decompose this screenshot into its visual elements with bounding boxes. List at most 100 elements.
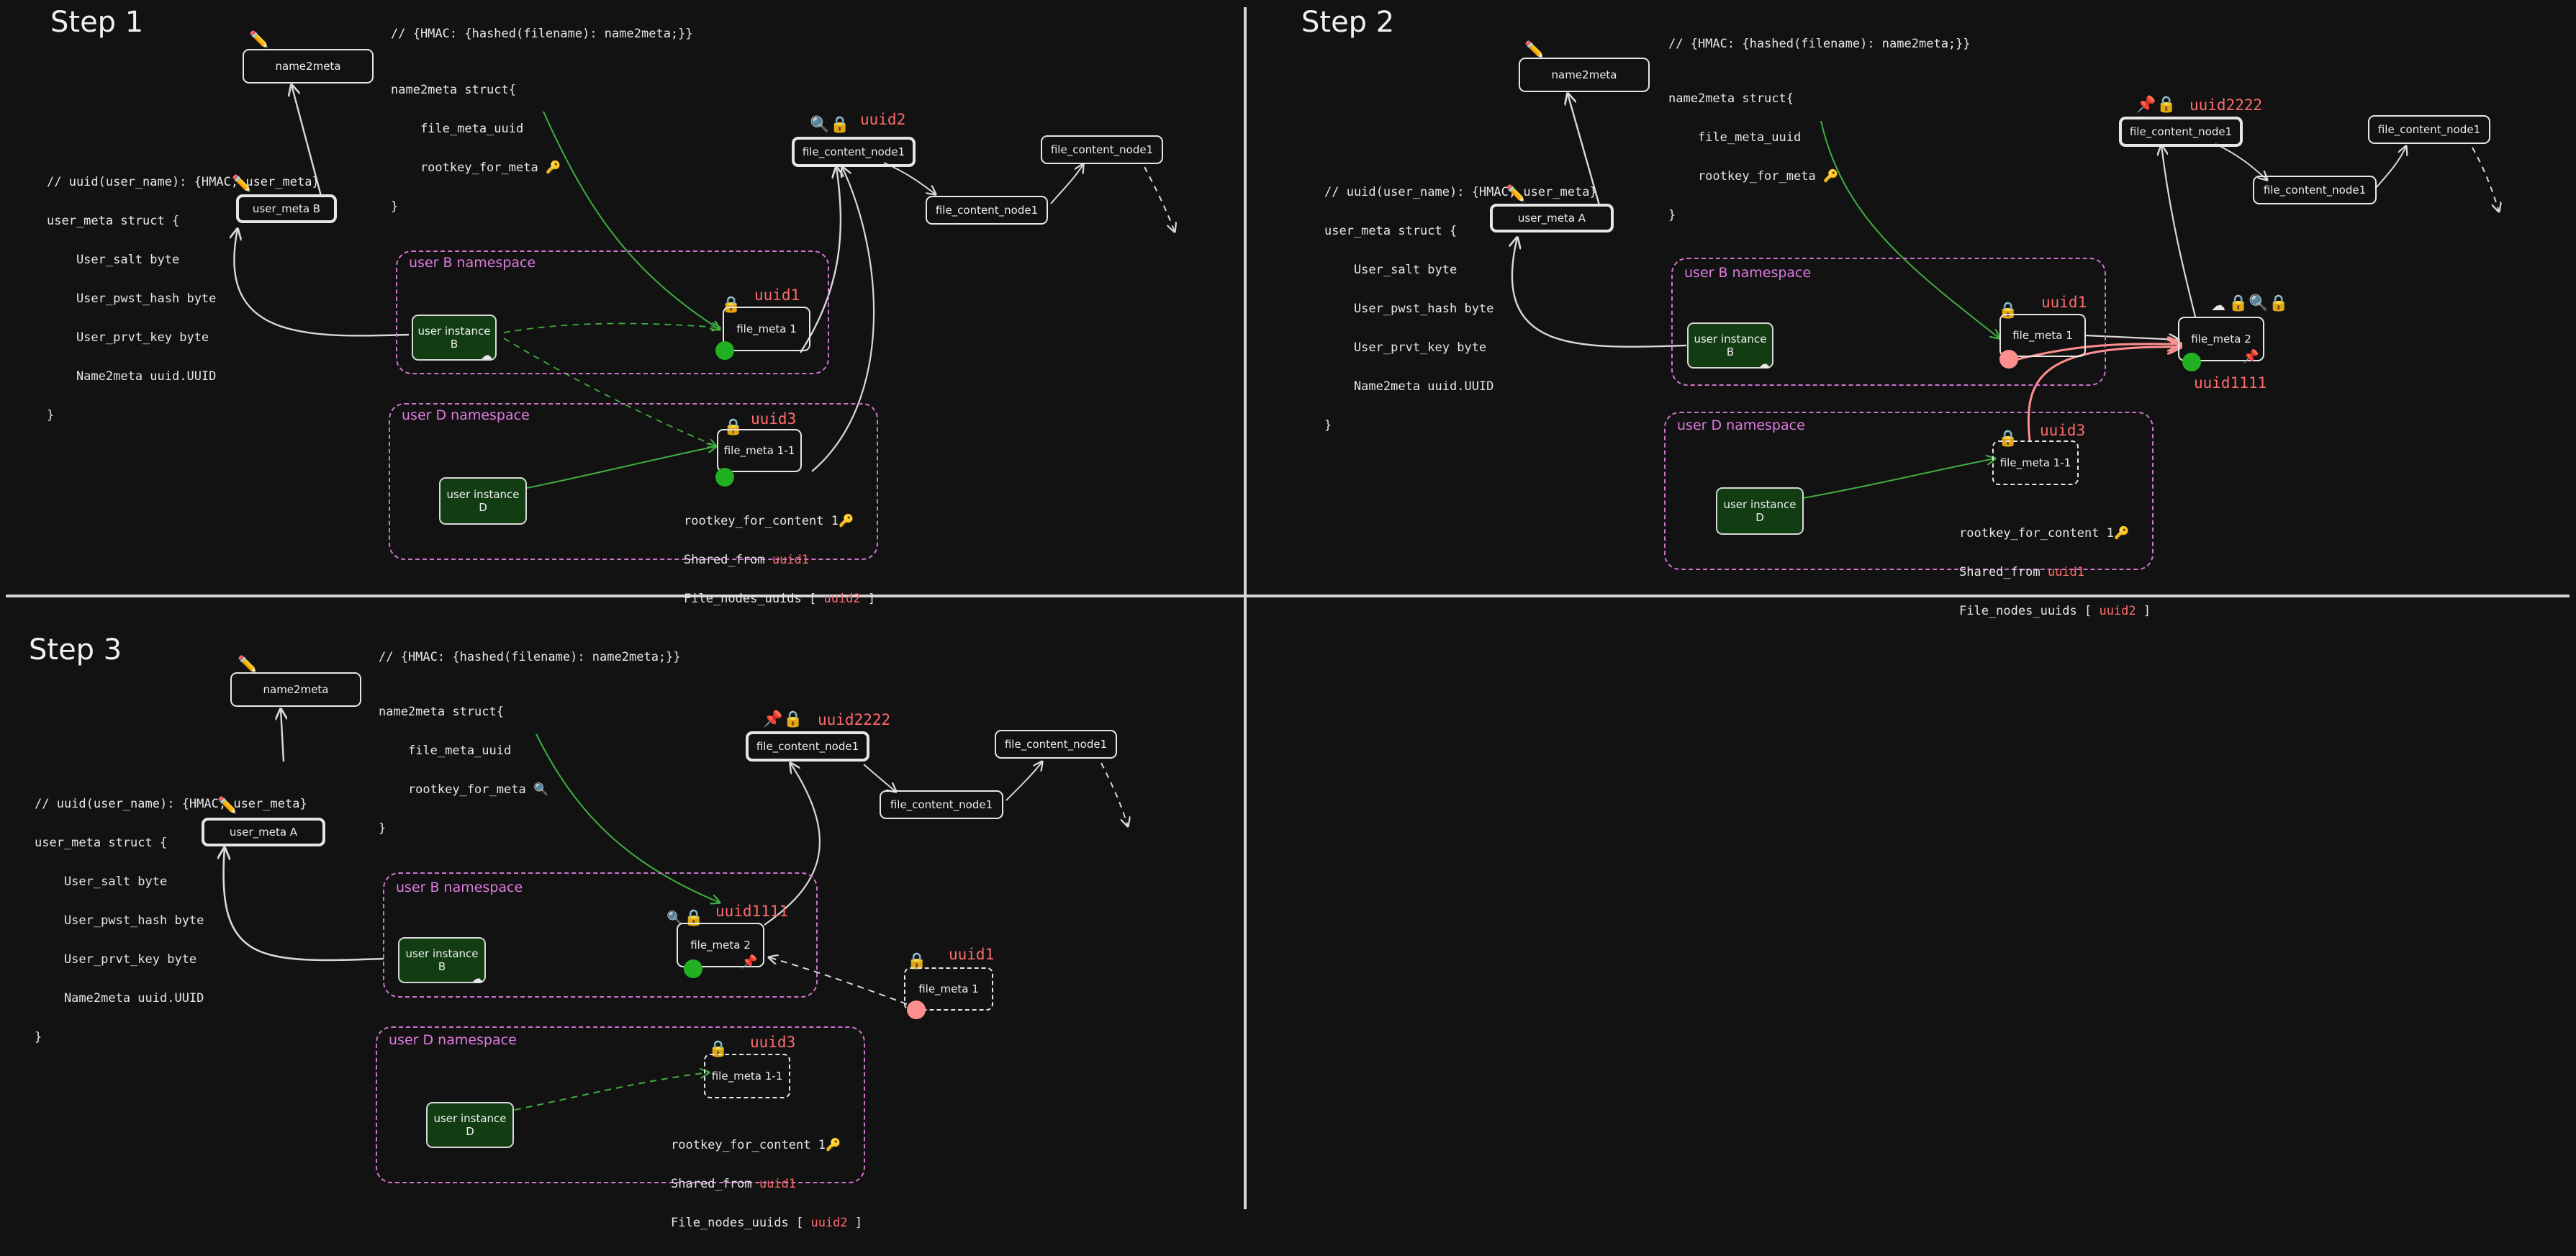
user-b-namespace (1671, 258, 2106, 386)
code-line: file_meta_uuid (379, 744, 512, 758)
red-status-dot (907, 1000, 926, 1019)
pushpin-icon: 📌 (2243, 349, 2259, 364)
code-line: User_prvt_key byte (1324, 340, 1487, 355)
share-info: rootkey_for_content 1🔑 Shared_from uuid1… (671, 1113, 862, 1255)
namespace-label: user D namespace (1677, 417, 1805, 433)
user-meta-node[interactable]: user_meta B (236, 194, 337, 223)
name2meta-node[interactable]: name2meta (1519, 58, 1650, 92)
name2meta-node[interactable]: name2meta (230, 672, 361, 707)
namespace-label: user B namespace (1684, 265, 1812, 281)
file-meta-11-node[interactable]: file_meta 1-1 (704, 1054, 790, 1098)
arrow-instance-b-to-user-meta (224, 848, 384, 962)
cloud-icon: ☁ (471, 972, 483, 985)
key-icon: 🔑 (1822, 169, 1839, 184)
file-content-node[interactable]: file_content_node1 (995, 730, 1117, 759)
file-meta-11-node[interactable]: file_meta 1-1 (717, 429, 802, 472)
user-meta-node[interactable]: user_meta A (1490, 204, 1614, 232)
arrow-content-a-to-b (863, 764, 896, 792)
file-content-node[interactable]: file_content_node1 (880, 790, 1003, 819)
pencil-icon: ✏️ (249, 31, 269, 49)
step-title: Step 2 (1301, 6, 1395, 39)
code-line: Name2meta uuid.UUID (35, 991, 204, 1006)
file-content-node[interactable]: file_content_node1 (2368, 115, 2490, 144)
user-b-namespace (383, 872, 818, 998)
lock-icon: 🔒 (830, 116, 850, 134)
code-line: name2meta struct{ (391, 83, 516, 97)
key-icon: 🔑 (2113, 526, 2130, 541)
file-meta-11-node[interactable]: file_meta 1-1 (1992, 440, 2079, 485)
arrow-instance-d-to-file-meta-11 (514, 1072, 709, 1111)
code-line: User_salt byte (1324, 263, 1458, 277)
arrow-content-c-continue (2472, 147, 2499, 212)
namespace-label: user D namespace (389, 1032, 517, 1048)
name2meta-node[interactable]: name2meta (243, 49, 374, 83)
uuid-label: uuid2222 (818, 711, 891, 728)
arrow-file-meta-1-to-content (799, 167, 841, 353)
arrow-red-file-meta-1-to-file-meta-2 (2015, 344, 2181, 361)
namespace-label: user B namespace (409, 255, 536, 271)
code-line: } (379, 821, 387, 836)
code-line: rootkey_for_content 1🔑 (684, 514, 854, 528)
pushpin-icon: 📌 (763, 710, 783, 728)
file-meta-2-node[interactable]: file_meta 2 (677, 923, 764, 967)
magnifier-icon: 🔍 (2249, 294, 2269, 312)
magnifier-icon: 🔍 (533, 782, 549, 797)
file-content-node[interactable]: file_content_node1 (2253, 176, 2377, 204)
file-content-node[interactable]: file_content_node1 (746, 731, 869, 762)
diagram-connectors (0, 0, 2576, 1111)
arrow-content-a-to-b (883, 162, 936, 194)
share-info: rootkey_for_content 1🔑 Shared_from uuid1… (1959, 501, 2151, 643)
code-line: // uuid(user_name): {HMAC, user_meta} (1324, 185, 1597, 199)
file-meta-1-node[interactable]: file_meta 1 (904, 967, 993, 1011)
file-meta-1-node[interactable]: file_meta 1 (723, 307, 810, 351)
arrow-user-meta-to-name2meta (1568, 94, 1601, 206)
user-meta-struct: // uuid(user_name): {HMAC, user_meta} us… (1324, 160, 1597, 458)
file-meta-2-node[interactable]: file_meta 2 (2178, 317, 2264, 361)
share-info: rootkey_for_content 1🔑 Shared_from uuid1… (684, 489, 875, 631)
file-meta-1-node[interactable]: file_meta 1 (1999, 314, 2086, 357)
hmac-comment: // {HMAC: {hashed(filename): name2meta;}… (391, 27, 693, 41)
green-status-dot (715, 468, 734, 487)
arrow-content-b-to-c (2374, 146, 2406, 189)
user-meta-struct: // uuid(user_name): {HMAC, user_meta} us… (47, 150, 320, 448)
uuid-label: uuid2 (860, 111, 906, 128)
file-content-node[interactable]: file_content_node1 (1041, 135, 1163, 164)
file-content-node[interactable]: file_content_node1 (926, 196, 1048, 225)
arrow-content-a-to-b (2215, 143, 2267, 180)
step-title: Step 3 (29, 633, 122, 667)
code-line: rootkey_for_content 1🔑 (671, 1138, 841, 1152)
key-icon: 🔑 (825, 1138, 841, 1152)
arrow-content-c-continue (1144, 166, 1175, 232)
arrow-instance-d-to-file-meta-11 (526, 446, 716, 489)
cloud-icon: ☁ (2211, 297, 2225, 314)
green-status-dot (2182, 353, 2201, 371)
code-line: Name2meta uuid.UUID (1324, 379, 1494, 394)
code-line: user_meta struct { (1324, 224, 1458, 238)
hmac-comment: // {HMAC: {hashed(filename): name2meta;}… (1668, 37, 1971, 51)
pencil-icon: ✏️ (1524, 41, 1545, 59)
code-line: name2meta struct{ (379, 705, 504, 719)
lock-icon: 🔒 (2269, 294, 2289, 312)
magnifier-icon: 🔍 (810, 116, 830, 134)
lock-icon: 🔒 (2228, 294, 2249, 312)
arrow-rootkey-to-file-meta-1 (1820, 120, 1999, 338)
uuid-label: uuid3 (2040, 422, 2086, 439)
arrow-red-file-meta-11-to-file-meta-2 (2027, 347, 2181, 441)
code-line: rootkey_for_meta 🔍 (379, 782, 549, 797)
file-content-node[interactable]: file_content_node1 (792, 137, 916, 167)
user-meta-node[interactable]: user_meta A (202, 818, 325, 846)
arrow-instance-b-to-user-meta (1512, 238, 1687, 348)
uuid-label: uuid1111 (715, 903, 789, 920)
arrow-user-meta-to-name2meta (292, 85, 322, 196)
step2-connectors (1512, 94, 2499, 499)
lock-icon: 🔒 (1998, 430, 2018, 448)
arrow-instance-b-to-file-meta-11 (503, 338, 716, 446)
namespace-label: user B namespace (396, 880, 523, 895)
file-content-node[interactable]: file_content_node1 (2119, 117, 2243, 147)
